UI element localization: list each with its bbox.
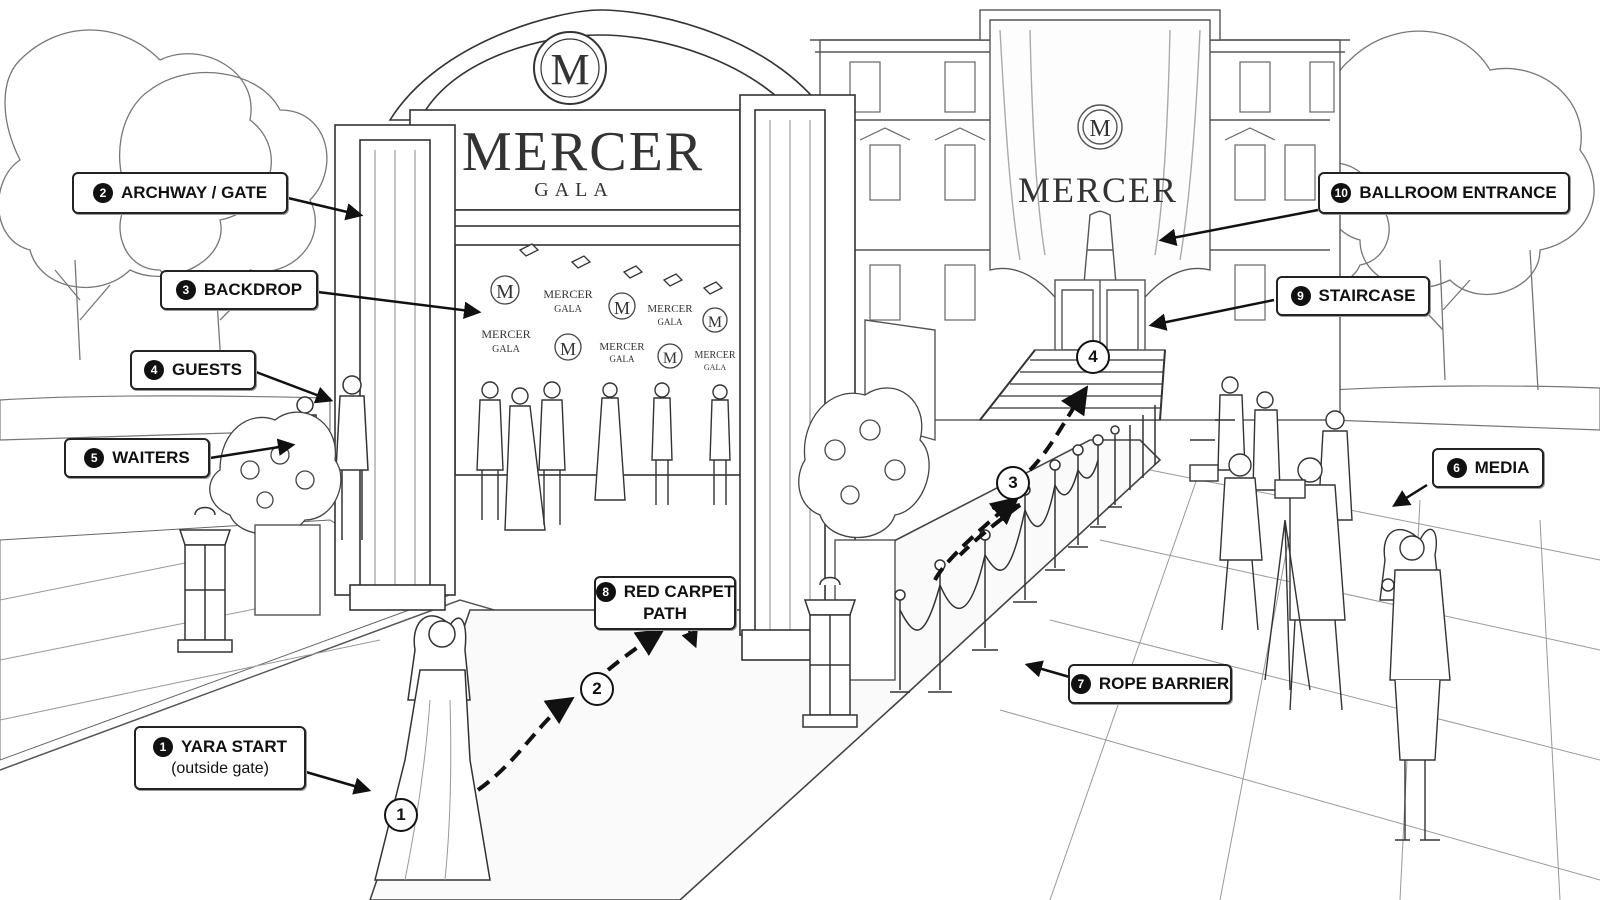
svg-text:MERCER: MERCER	[543, 287, 592, 301]
label-number-badge: 3	[175, 280, 196, 300]
waypoint-1: 1	[384, 798, 418, 832]
archway-gate	[334, 9, 856, 661]
building-monogram: M	[1089, 116, 1110, 142]
svg-text:GALA: GALA	[492, 344, 521, 355]
arch-sign-subtitle: GALA	[534, 179, 614, 201]
label-text: ROPE BARRIER	[1098, 674, 1230, 693]
label-subtext: PATH	[643, 604, 687, 623]
label-backdrop: 3 BACKDROP	[160, 270, 318, 310]
label-number-badge: 9	[1290, 286, 1311, 306]
svg-text:MERCER: MERCER	[599, 341, 645, 353]
label-waiters: 5 WAITERS	[64, 438, 210, 478]
label-ballroom-entrance: 10 BALLROOM ENTRANCE	[1318, 172, 1570, 214]
backdrop-pattern: M MERCER GALA M MERCER GALA M MERCER GAL…	[481, 275, 736, 372]
lanterns	[177, 506, 858, 728]
backdrop-lights	[518, 243, 724, 295]
label-text: GUESTS	[172, 360, 242, 379]
label-number-badge: 10	[1331, 183, 1352, 203]
label-number-badge: 2	[92, 183, 113, 203]
waypoint-2: 2	[580, 672, 614, 706]
svg-text:GALA: GALA	[610, 354, 635, 364]
label-yara-start: 1 YARA START (outside gate)	[134, 726, 306, 790]
label-text: BACKDROP	[203, 280, 303, 299]
arch-sign-title: MERCER	[462, 121, 704, 183]
svg-text:M: M	[708, 314, 722, 331]
svg-text:M: M	[560, 339, 576, 359]
label-text: STAIRCASE	[1318, 286, 1416, 305]
label-subtext: (outside gate)	[171, 760, 269, 777]
svg-text:MERCER: MERCER	[647, 303, 693, 315]
label-media: 6 MEDIA	[1432, 448, 1544, 488]
waypoint-3: 3	[996, 466, 1030, 500]
svg-text:M: M	[614, 298, 630, 318]
mansion-building	[810, 9, 1350, 441]
waypoint-4: 4	[1076, 340, 1110, 374]
svg-text:GALA: GALA	[658, 317, 683, 327]
media-crowd	[1189, 376, 1451, 841]
label-text: ARCHWAY / GATE	[120, 183, 268, 202]
label-text: WAITERS	[112, 448, 190, 467]
label-number-badge: 6	[1446, 458, 1467, 478]
label-rope-barrier: 7 ROPE BARRIER	[1068, 664, 1232, 704]
building-sign-title: MERCER	[1018, 170, 1178, 210]
label-text: MEDIA	[1474, 458, 1530, 477]
svg-text:MERCER: MERCER	[694, 350, 735, 361]
label-archway-gate: 2 ARCHWAY / GATE	[72, 172, 288, 214]
callout-arrows	[209, 196, 1428, 795]
arch-monogram-ring	[533, 31, 607, 105]
svg-text:GALA: GALA	[704, 363, 726, 372]
path-arrows	[476, 385, 1089, 792]
svg-text:MERCER: MERCER	[481, 327, 530, 341]
svg-text:GALA: GALA	[554, 304, 583, 315]
backdrop-guests	[476, 381, 731, 531]
label-guests: 4 GUESTS	[130, 350, 256, 390]
label-red-carpet-path: 8 RED CARPET PATH	[594, 576, 736, 630]
label-number-badge: 7	[1070, 674, 1091, 694]
label-number-badge: 5	[84, 448, 105, 468]
svg-text:M: M	[496, 281, 514, 303]
label-text: RED CARPET	[623, 582, 735, 601]
flower-arrangements	[209, 387, 930, 681]
label-staircase: 9 STAIRCASE	[1276, 276, 1430, 316]
arch-monogram: M	[550, 45, 589, 94]
svg-text:M: M	[663, 350, 677, 367]
label-number-badge: 1	[152, 737, 173, 757]
label-number-badge: 4	[144, 360, 165, 380]
label-text: BALLROOM ENTRANCE	[1359, 183, 1557, 202]
label-text: YARA START	[180, 737, 288, 756]
label-number-badge: 8	[595, 582, 616, 602]
